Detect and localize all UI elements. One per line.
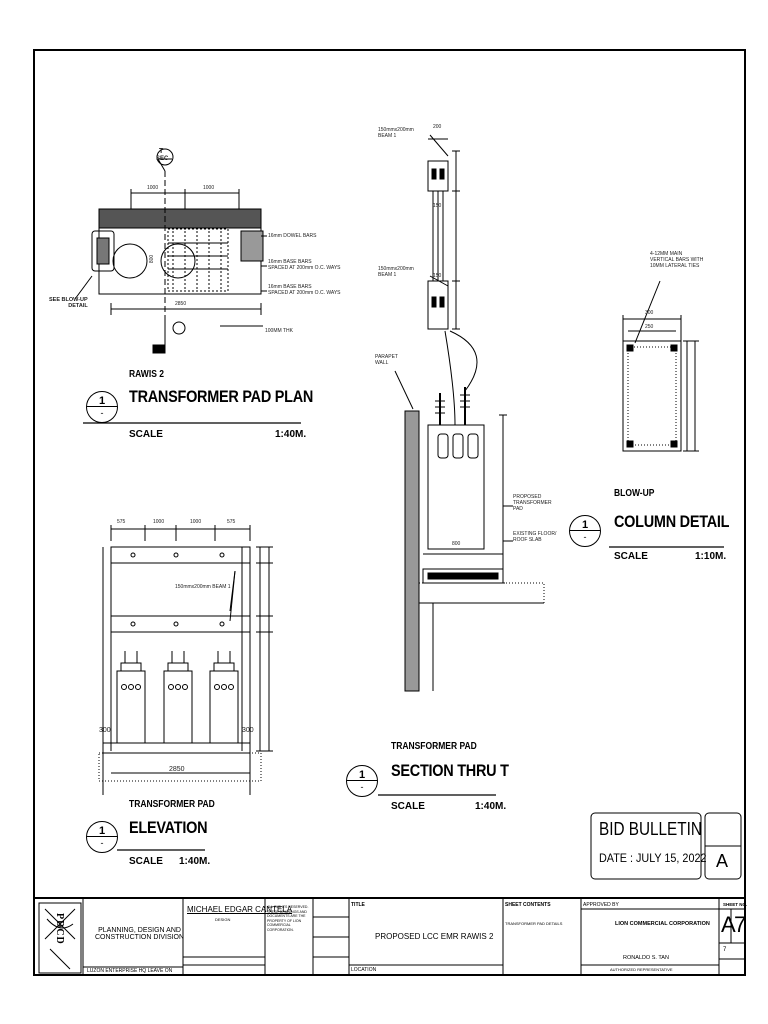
plan-label: RAWIS 2 [129, 369, 164, 380]
section-beam-mid [427, 280, 449, 330]
title-block: PDCD PLANNING, DESIGN AND CONSTRUCTION D… [35, 897, 748, 976]
sheet-no-label: SHEET NO. [723, 902, 748, 907]
elevation-dim-right: 300 [242, 727, 254, 734]
bid-bulletin-title: BID BULLETIN [599, 819, 702, 839]
project-title: PROPOSED LCC EMR RAWIS 2 [375, 932, 494, 941]
owner-name: RONALDO S. TAN [623, 955, 669, 961]
plan-note-base-1: 16mm BASE BARS SPACED AT 200mm O.C. WAYS [268, 259, 341, 271]
plan-drum [112, 243, 148, 279]
plan-top-beam [98, 208, 262, 229]
plan-detail-marker: 1 - [86, 391, 118, 423]
elevation-dim-left: 300 [99, 727, 111, 734]
owner-sub: AUTHORIZED REPRESENTATIVE [610, 967, 673, 972]
plan-left-column [91, 230, 115, 272]
elevation-scale-label: SCALE [129, 856, 163, 867]
sheet-contents-label: SHEET CONTENTS [505, 902, 551, 908]
section-label: TRANSFORMER PAD [391, 741, 477, 752]
section-dim-top: 200 [433, 124, 442, 130]
elevation-dim-width: 2850 [169, 766, 185, 773]
section-transformer [427, 424, 485, 550]
elevation-dim-top-1: 575 [117, 519, 126, 525]
approved-label: APPROVED BY [583, 902, 619, 908]
bid-bulletin-letter: A [716, 851, 729, 871]
plan-scale: 1:40M. [275, 429, 307, 440]
plan-note-base-2: 16mm BASE BARS SPACED AT 200mm O.C. WAYS [268, 284, 341, 296]
copyright-notice: ALL RIGHTS RESERVED. THESE DRAWINGS AND … [267, 905, 309, 932]
column-dim-outer: 300 [645, 310, 654, 316]
bid-bulletin-date: DATE : JULY 15, 2022 [599, 851, 707, 865]
column-note: 4-12MM MAIN VERTICAL BARS WITH 10MM LATE… [650, 251, 704, 269]
plan-title: TRANSFORMER PAD PLAN [129, 387, 314, 406]
title-label: TITLE [351, 902, 365, 908]
plan-note-dowel: 16mm DOWEL BARS [268, 233, 317, 239]
plan-dim-1: 1000 [147, 185, 159, 191]
sheet-letter: A [721, 912, 736, 937]
column-scale-label: SCALE [614, 551, 648, 562]
sheet-number: 7 [734, 912, 747, 937]
elevation-dim-top-3: 1000 [190, 519, 202, 525]
section-dim-4: 800 [452, 541, 461, 547]
elevation-scale: 1:40M. [179, 856, 211, 867]
elevation-dim-top-4: 575 [227, 519, 236, 525]
section-dim-3: 150 [433, 273, 442, 279]
elevation-slab [98, 752, 262, 782]
elevation-transformer-3 [209, 651, 239, 744]
column-outline [622, 340, 682, 452]
drawing-sheet: T SEC 1000 1000 2850 800 16mm DOWEL BARS… [33, 49, 748, 976]
elevation-beam-top [110, 546, 251, 564]
parapet-wall [404, 410, 420, 692]
column-dim-inner: 250 [645, 324, 654, 330]
elevation-detail-marker: 1 - [86, 821, 118, 853]
division-sub: LUZON ENTERPRISE HQ LEAVE ON [87, 968, 173, 974]
section-mark-sheet: SEC [156, 156, 169, 162]
plan-see-detail: SEE BLOW-UP DETAIL [49, 297, 88, 309]
elevation-beam-note: 150mmx200mm BEAM 1 [175, 584, 231, 590]
column-detail-marker: 1 - [569, 515, 601, 547]
section-scale: 1:40M. [475, 801, 507, 812]
engineer-name: MICHAEL EDGAR CANTELA [187, 905, 293, 914]
elevation-beam-mid [110, 615, 251, 633]
drawing-linework [74, 134, 742, 880]
plan-outline [98, 227, 262, 295]
title-block-lines [38, 899, 744, 976]
section-mark-top: T [159, 148, 164, 155]
sheet-contents: TRANSFORMER PAD DETAILS [505, 921, 563, 926]
section-slab [418, 582, 545, 604]
section-beam-top [427, 160, 449, 192]
section-detail-marker: 1 - [346, 765, 378, 797]
elevation-transformer-1 [116, 651, 146, 744]
pdcd-logo: PDCD [54, 913, 65, 945]
elevation-label: TRANSFORMER PAD [129, 799, 215, 810]
section-parapet-note: PARAPET WALL [375, 354, 398, 366]
section-dim-2: 150 [433, 203, 442, 209]
elevation-title: ELEVATION [129, 818, 208, 837]
section-floor-note: EXISTING FLOOR/ ROOF SLAB [513, 531, 557, 543]
elevation-pad [102, 742, 251, 754]
elevation-transformer-2 [163, 651, 193, 744]
section-beam-note-2: 150mmx200mm BEAM 1 [378, 266, 414, 278]
section-scale-label: SCALE [391, 801, 425, 812]
column-scale: 1:10M. [695, 551, 727, 562]
location-label: LOCATION [351, 967, 377, 973]
elevation-dim-top-2: 1000 [153, 519, 165, 525]
plan-scale-label: SCALE [129, 429, 163, 440]
plan-dim-4: 800 [149, 254, 156, 264]
plan-dim-2: 1000 [203, 185, 215, 191]
division-name: PLANNING, DESIGN AND CONSTRUCTION DIVISI… [95, 927, 185, 941]
column-label: BLOW-UP [614, 488, 655, 499]
bid-bulletin-box [590, 812, 702, 880]
section-title: SECTION THRU T [391, 761, 509, 780]
client-name: LION COMMERCIAL CORPORATION [615, 921, 710, 927]
section-beam-note-1: 150mmx200mm BEAM 1 [378, 127, 414, 139]
sheet-total: 7 [723, 947, 727, 953]
column-title: COLUMN DETAIL [614, 512, 730, 531]
plan-dim-3: 2850 [175, 301, 187, 307]
section-pad-note: PROPOSED TRANSFORMER PAD [513, 494, 552, 512]
plan-note-thk: 100MM THK [265, 328, 293, 334]
engineer-sub: DESIGN [215, 917, 231, 922]
